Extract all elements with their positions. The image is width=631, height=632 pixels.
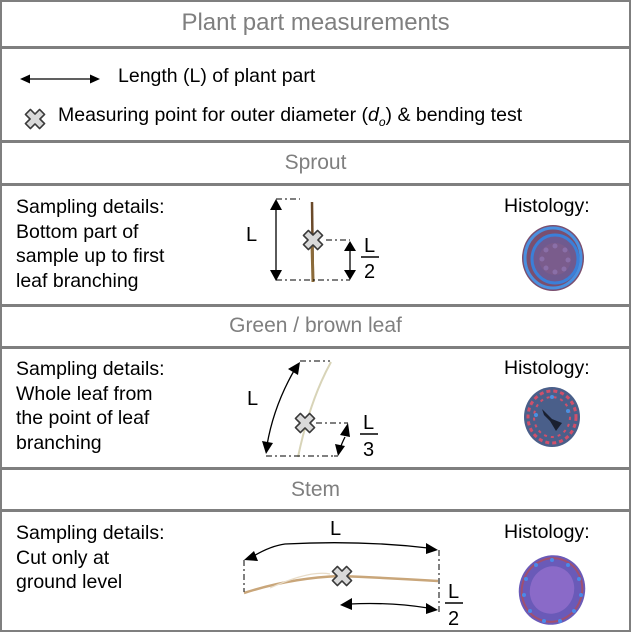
divider: [0, 46, 631, 49]
fraction-denominator: 2: [364, 261, 375, 283]
sprout-specimen-base: [310, 244, 315, 283]
legend-length-text: Length (L) of plant part: [118, 65, 316, 87]
leaf-measurement-figure: L L 3: [247, 360, 378, 461]
sprout-histology-label: Histology:: [504, 195, 590, 217]
cross-marker-icon: [294, 412, 316, 434]
fraction-denominator: 2: [448, 608, 459, 630]
stem-histology-label: Histology:: [504, 521, 590, 543]
stem-histology-image: [518, 555, 586, 625]
details-line: branching: [16, 431, 102, 454]
fraction-numerator: L: [363, 412, 374, 434]
fraction-denominator: 3: [363, 439, 374, 461]
leaf-histology-image: [524, 387, 580, 447]
section-title-leaf: Green / brown leaf: [229, 314, 402, 337]
divider: [0, 304, 631, 307]
section-title-sprout: Sprout: [284, 151, 347, 174]
stem-specimen-fiber: [269, 572, 331, 589]
fraction-numerator: L: [448, 581, 459, 603]
sprout-histology-image: [522, 225, 584, 291]
arrow-head: [288, 362, 300, 375]
arrow-head: [244, 551, 258, 561]
arrow-head: [426, 603, 438, 614]
leaf-histology-label: Histology:: [504, 357, 590, 379]
details-line: Sampling details:: [16, 522, 165, 544]
arrow-head: [270, 270, 282, 281]
section-title-stem: Stem: [290, 478, 340, 501]
divider: [0, 183, 631, 186]
legend-measuring-post: ) & bending test: [385, 104, 523, 126]
fraction-numerator: L: [364, 235, 375, 257]
details-line: Cut only at: [16, 546, 110, 569]
details-line: the point of leaf: [16, 407, 150, 429]
leaf-specimen: [297, 361, 332, 458]
details-line: Sampling details:: [16, 358, 165, 380]
arrow-head: [344, 241, 356, 251]
legend-measuring-pre: Measuring point for outer diameter (: [58, 104, 368, 126]
legend-measuring-sub: o: [378, 114, 386, 129]
arrow-head: [344, 270, 356, 280]
arrow-head: [340, 423, 350, 437]
arrow-head: [262, 441, 273, 454]
legend-measuring-text: Measuring point for outer diameter (do) …: [58, 104, 522, 129]
length-arrow: [251, 542, 429, 558]
sprout-measurement-figure: L L 2: [246, 198, 379, 283]
details-line: ground level: [16, 571, 123, 593]
divider: [0, 467, 631, 470]
divider: [0, 509, 631, 512]
cross-marker-icon: [302, 229, 324, 251]
arrow-head: [270, 199, 282, 210]
stem-measurement-figure: L L 2: [243, 518, 463, 630]
sprout-sampling-details: Sampling details: Bottom part of sample …: [16, 195, 165, 293]
details-line: Bottom part of: [16, 220, 139, 243]
legend-measuring-d: d: [367, 104, 379, 126]
arrow-head: [340, 598, 352, 610]
divider: [0, 346, 631, 349]
length-arrow: [266, 368, 296, 446]
cross-marker-icon: [331, 565, 353, 587]
cross-marker-icon: [24, 108, 46, 130]
length-label: L: [246, 224, 257, 246]
details-line: Whole leaf from: [16, 382, 153, 405]
details-line: Sampling details:: [16, 196, 165, 218]
stem-sampling-details: Sampling details: Cut only at ground lev…: [16, 521, 165, 595]
arrow-head: [335, 444, 345, 456]
arrow-head: [426, 543, 438, 554]
leaf-sampling-details: Sampling details: Whole leaf from the po…: [16, 357, 165, 455]
diagram-title: Plant part measurements: [181, 9, 450, 36]
half-length-arrow: [349, 602, 429, 609]
length-label: L: [330, 518, 341, 540]
length-label: L: [247, 388, 258, 410]
details-line: sample up to first: [16, 245, 165, 267]
divider: [0, 140, 631, 143]
details-line: leaf branching: [16, 269, 139, 292]
double-arrow-icon: [20, 74, 100, 84]
